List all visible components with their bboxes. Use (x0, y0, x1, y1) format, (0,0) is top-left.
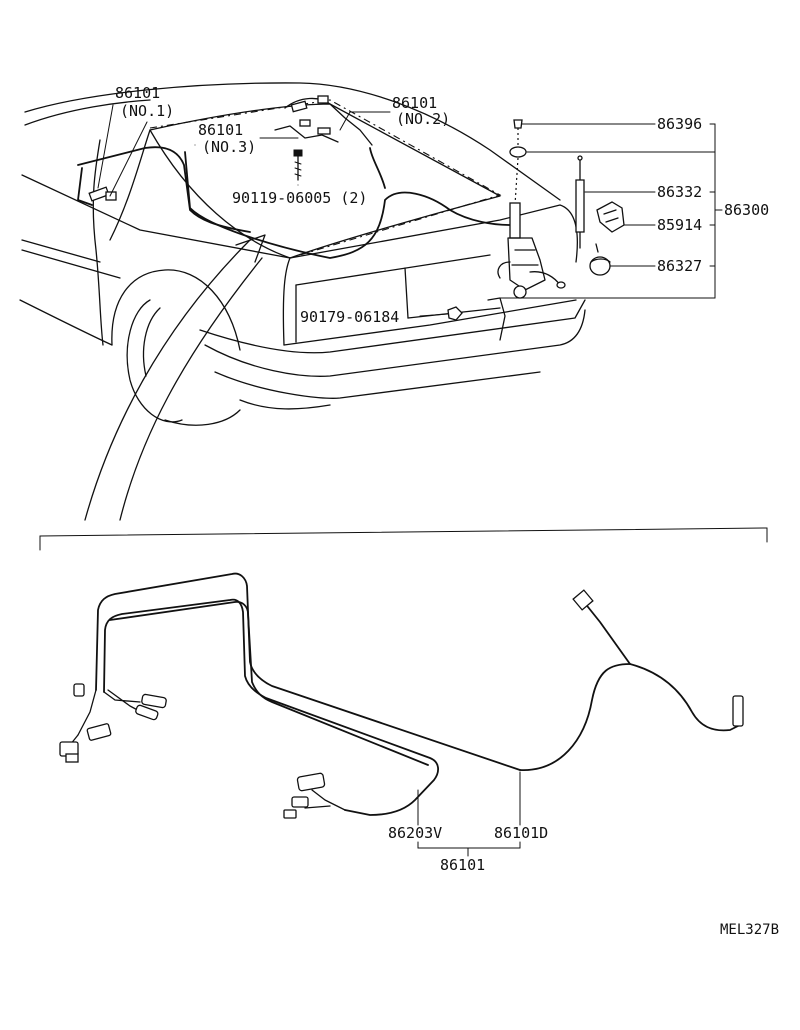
svg-text:(NO.2): (NO.2) (396, 110, 450, 128)
detail-bracket (39, 527, 768, 551)
callout-86203v: 86203V (388, 824, 442, 842)
callout-90119-06005: 90119-06005 (2) (232, 189, 367, 207)
trunk-lid-phantom-line (149, 99, 502, 259)
callout-85914: 85914 (657, 216, 702, 234)
svg-text:(NO.3): (NO.3) (202, 138, 256, 156)
detail-pointer-arrow (84, 234, 266, 521)
callout-86101-no1: 86101 (NO.1) (115, 84, 174, 120)
callout-90179-06184: 90179-06184 (300, 308, 399, 326)
callout-86327: 86327 (657, 257, 702, 275)
callout-86101-no3: 86101 (NO.3) (198, 121, 256, 156)
callout-86101-assembly: 86101 (440, 856, 485, 874)
antenna-cord-on-car (77, 95, 511, 259)
leader-lines-detail (417, 771, 521, 857)
antenna-cord-detail (59, 572, 744, 819)
svg-text:(NO.1): (NO.1) (120, 102, 174, 120)
svg-text:86101: 86101 (115, 84, 160, 102)
callout-86101d: 86101D (494, 824, 548, 842)
callout-86101-no2: 86101 (NO.2) (392, 94, 450, 128)
antenna-assembly (447, 119, 625, 341)
callout-86332: 86332 (657, 183, 702, 201)
leader-lines-upper (97, 104, 723, 317)
svg-text:86101: 86101 (198, 121, 243, 139)
svg-text:86101: 86101 (392, 94, 437, 112)
callout-86396: 86396 (657, 115, 702, 133)
callout-86300: 86300 (724, 201, 769, 219)
diagram-code: MEL327B (720, 922, 779, 938)
bolt-90119 (293, 149, 303, 181)
car-body-illustration (19, 82, 586, 426)
